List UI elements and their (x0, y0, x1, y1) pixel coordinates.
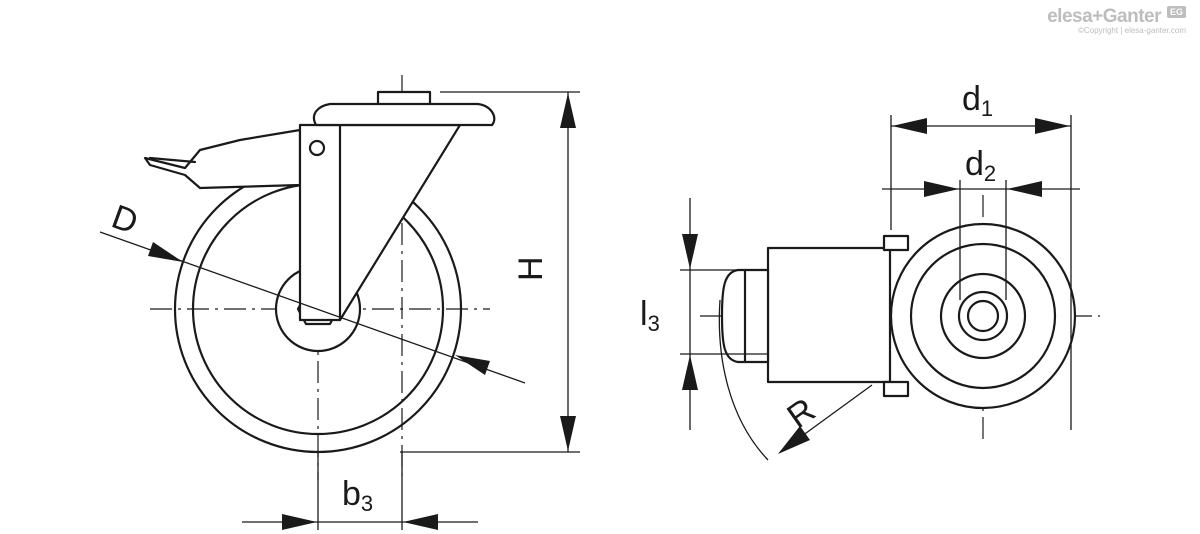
label-H: H (512, 256, 550, 281)
arrow (1035, 118, 1070, 134)
label-R: R (780, 391, 822, 436)
fork-pin (308, 139, 326, 157)
wheel-front-inner (909, 242, 1057, 390)
arrow (1007, 181, 1042, 197)
arrow (282, 514, 317, 530)
brand-copyright: ©Copyright | elesa-ganter.com (1077, 26, 1186, 35)
label-d2: d2 (965, 145, 996, 186)
wheel-bore-inner (966, 299, 1000, 333)
bottom-cap (882, 380, 910, 398)
swivel-radius-arc (718, 299, 769, 461)
brand-name: elesa+Ganter (1047, 6, 1161, 27)
brand-badge: EG (1166, 6, 1186, 18)
arrow (148, 242, 183, 262)
arrow (892, 118, 927, 134)
arrow (682, 234, 698, 269)
top-cap (882, 234, 910, 252)
arrow (455, 355, 490, 375)
arrow (924, 181, 959, 197)
label-b3: b3 (342, 475, 373, 516)
arrow (403, 514, 438, 530)
label-l3: l3 (640, 295, 660, 336)
caster-body (766, 246, 892, 384)
caster-fork (298, 123, 462, 322)
arrow (778, 426, 810, 454)
arrow (560, 416, 576, 451)
side-view: D H b3 (99, 75, 580, 530)
brand-logo: elesa+Ganter EG ©Copyright | elesa-gante… (1047, 6, 1186, 35)
wheel-bore-outer (957, 290, 1009, 342)
wheel-front-outer (889, 222, 1077, 410)
arrow (560, 93, 576, 128)
wheel-front-hub (939, 272, 1027, 360)
swivel-head (312, 90, 496, 127)
label-D: D (107, 198, 143, 242)
label-d1: d1 (962, 80, 993, 121)
front-view: d1 d2 l3 R (640, 80, 1100, 461)
arrow (682, 355, 698, 390)
